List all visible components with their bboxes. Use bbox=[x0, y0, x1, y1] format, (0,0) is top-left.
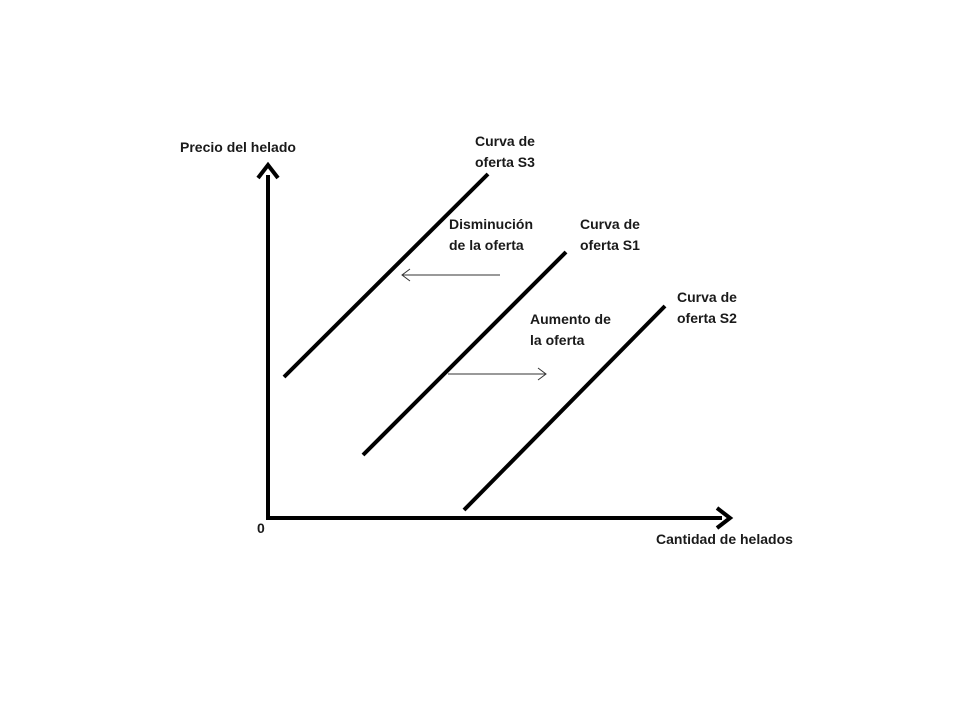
y-axis-arrowhead bbox=[256, 161, 280, 180]
s2-label-line2: oferta S2 bbox=[677, 310, 737, 326]
s3-label: Curva de oferta S3 bbox=[475, 131, 535, 173]
x-axis-arrowhead bbox=[715, 506, 734, 530]
s3-label-line2: oferta S3 bbox=[475, 154, 535, 170]
s2-label: Curva de oferta S2 bbox=[677, 287, 737, 329]
s1-label: Curva de oferta S1 bbox=[580, 214, 640, 256]
increase-arrowhead bbox=[537, 367, 547, 381]
decrease-arrowhead bbox=[401, 268, 411, 282]
y-axis-label: Precio del helado bbox=[180, 139, 296, 155]
origin-label: 0 bbox=[257, 520, 265, 536]
s1-label-line1: Curva de bbox=[580, 216, 640, 232]
supply-curve-s3 bbox=[282, 172, 490, 379]
s2-label-line1: Curva de bbox=[677, 289, 737, 305]
increase-label-line1: Aumento de bbox=[530, 311, 611, 327]
supply-curve-s1 bbox=[361, 250, 568, 457]
increase-label-line2: la oferta bbox=[530, 332, 585, 348]
increase-label: Aumento de la oferta bbox=[530, 309, 611, 351]
decrease-label-line2: de la oferta bbox=[449, 237, 524, 253]
s1-label-line2: oferta S1 bbox=[580, 237, 640, 253]
x-axis-label: Cantidad de helados bbox=[656, 531, 793, 547]
decrease-label-line1: Disminución bbox=[449, 216, 534, 232]
supply-curve-s2 bbox=[462, 304, 667, 512]
s3-label-line1: Curva de bbox=[475, 133, 535, 149]
decrease-label: Disminución de la oferta bbox=[449, 214, 533, 256]
